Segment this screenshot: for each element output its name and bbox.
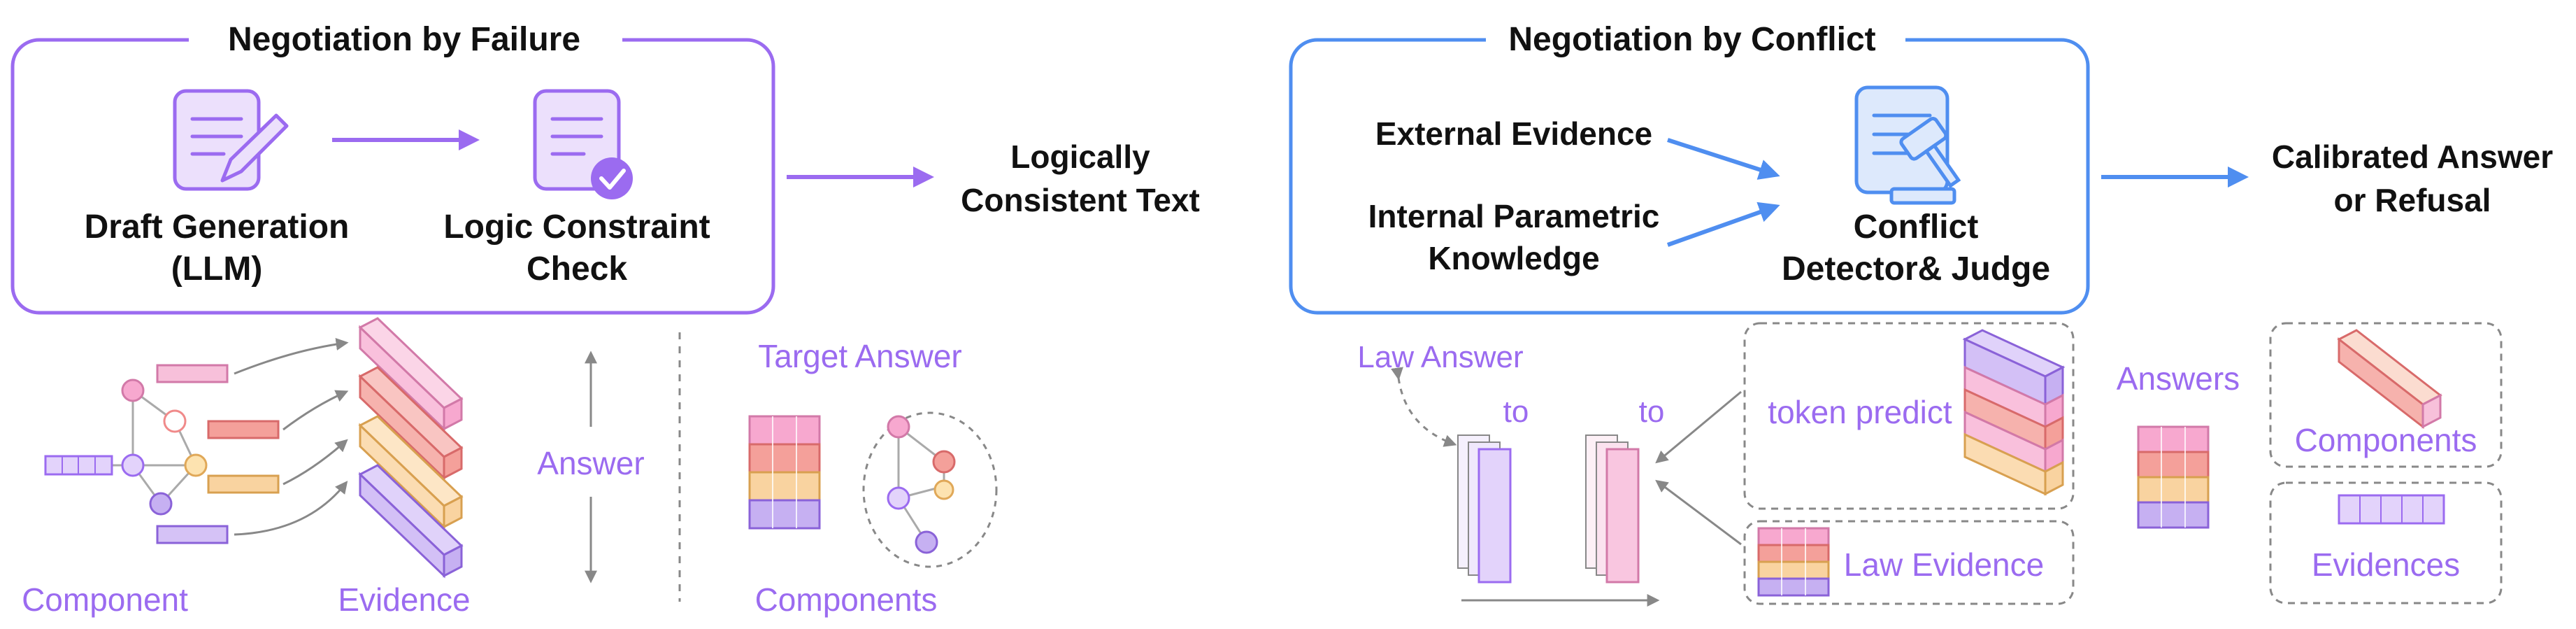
law-answer-label: Law Answer: [1357, 340, 1523, 374]
evidence-prisms: [358, 317, 464, 579]
token-predict-prisms: [1962, 329, 2066, 496]
target-answer-grid: [748, 415, 821, 530]
evidences-box: [2269, 481, 2503, 605]
answers-label: Answers: [2117, 360, 2240, 397]
token-predict-label: token predict: [1768, 394, 1952, 430]
evidences-vector: [2338, 494, 2445, 525]
internal-knowledge-label: Internal Parametric: [1368, 198, 1660, 234]
left-output-line1: Logically: [1010, 139, 1150, 175]
token-card-stack: [1585, 434, 1640, 584]
component-graph: [44, 379, 208, 516]
target-answer-label: Target Answer: [758, 338, 961, 374]
to-label-1: to: [1503, 395, 1529, 429]
left-panel: Negotiation by Failure Draft Generation …: [10, 17, 775, 315]
document-pen-icon: [173, 89, 289, 191]
internal-knowledge-sublabel: Knowledge: [1428, 240, 1599, 276]
token-predict-box: [1743, 322, 2075, 510]
right-output-line2: or Refusal: [2334, 182, 2491, 218]
right-panel-title: Negotiation by Conflict: [1508, 21, 1875, 58]
token-to-cards-arrow: [1655, 390, 1742, 464]
draft-generation-sublabel: (LLM): [171, 250, 263, 288]
document-check-icon: [533, 89, 633, 199]
law-evidence-label: Law Evidence: [1844, 546, 2044, 583]
internal-knowledge-arrow: [1666, 202, 1780, 247]
right-components-label: Components: [2295, 422, 2477, 458]
right-panel: Negotiation by Conflict External Evidenc…: [1289, 17, 2090, 315]
evidences-label: Evidences: [2312, 546, 2460, 583]
left-panel-border: [10, 38, 775, 315]
right-title-bg: [1486, 17, 1905, 64]
left-bottom-illustration: Component Evidence Answer Target Answer: [22, 317, 998, 618]
external-evidence-arrow: [1667, 138, 1780, 180]
logic-check-label: Logic Constraint: [443, 209, 710, 246]
components-box: [2269, 322, 2503, 468]
components-label: Components: [755, 581, 938, 618]
law-evidence-grid: [1757, 527, 1830, 597]
left-title-bg: [189, 17, 622, 64]
target-components-graph: [862, 411, 998, 568]
left-output-line2: Consistent Text: [961, 182, 1200, 218]
evidence-vectors: [156, 337, 349, 544]
evidence-to-cards-arrow: [1655, 479, 1742, 546]
to-label-2: to: [1639, 395, 1665, 429]
right-bottom-illustration: Law Answer to to token predict: [1357, 322, 2503, 607]
answer-card-stack: [1457, 434, 1512, 584]
document-gavel-icon: [1854, 85, 1961, 205]
law-answer-dashed-arrow: [1391, 367, 1457, 447]
conflict-judge-label: Conflict: [1854, 209, 1979, 246]
left-panel-title: Negotiation by Failure: [228, 21, 580, 58]
components-prism: [2337, 329, 2442, 430]
draft-generation-label: Draft Generation: [85, 209, 350, 246]
conflict-judge-sublabel: Detector& Judge: [1782, 250, 2050, 288]
evidence-label: Evidence: [338, 581, 470, 618]
external-evidence-label: External Evidence: [1375, 115, 1652, 152]
logic-check-sublabel: Check: [527, 250, 627, 288]
answer-label: Answer: [537, 445, 644, 481]
law-evidence-box: [1743, 520, 2075, 605]
answers-grid: [2137, 425, 2210, 529]
right-output-line1: Calibrated Answer: [2272, 139, 2553, 175]
component-label: Component: [22, 581, 188, 618]
